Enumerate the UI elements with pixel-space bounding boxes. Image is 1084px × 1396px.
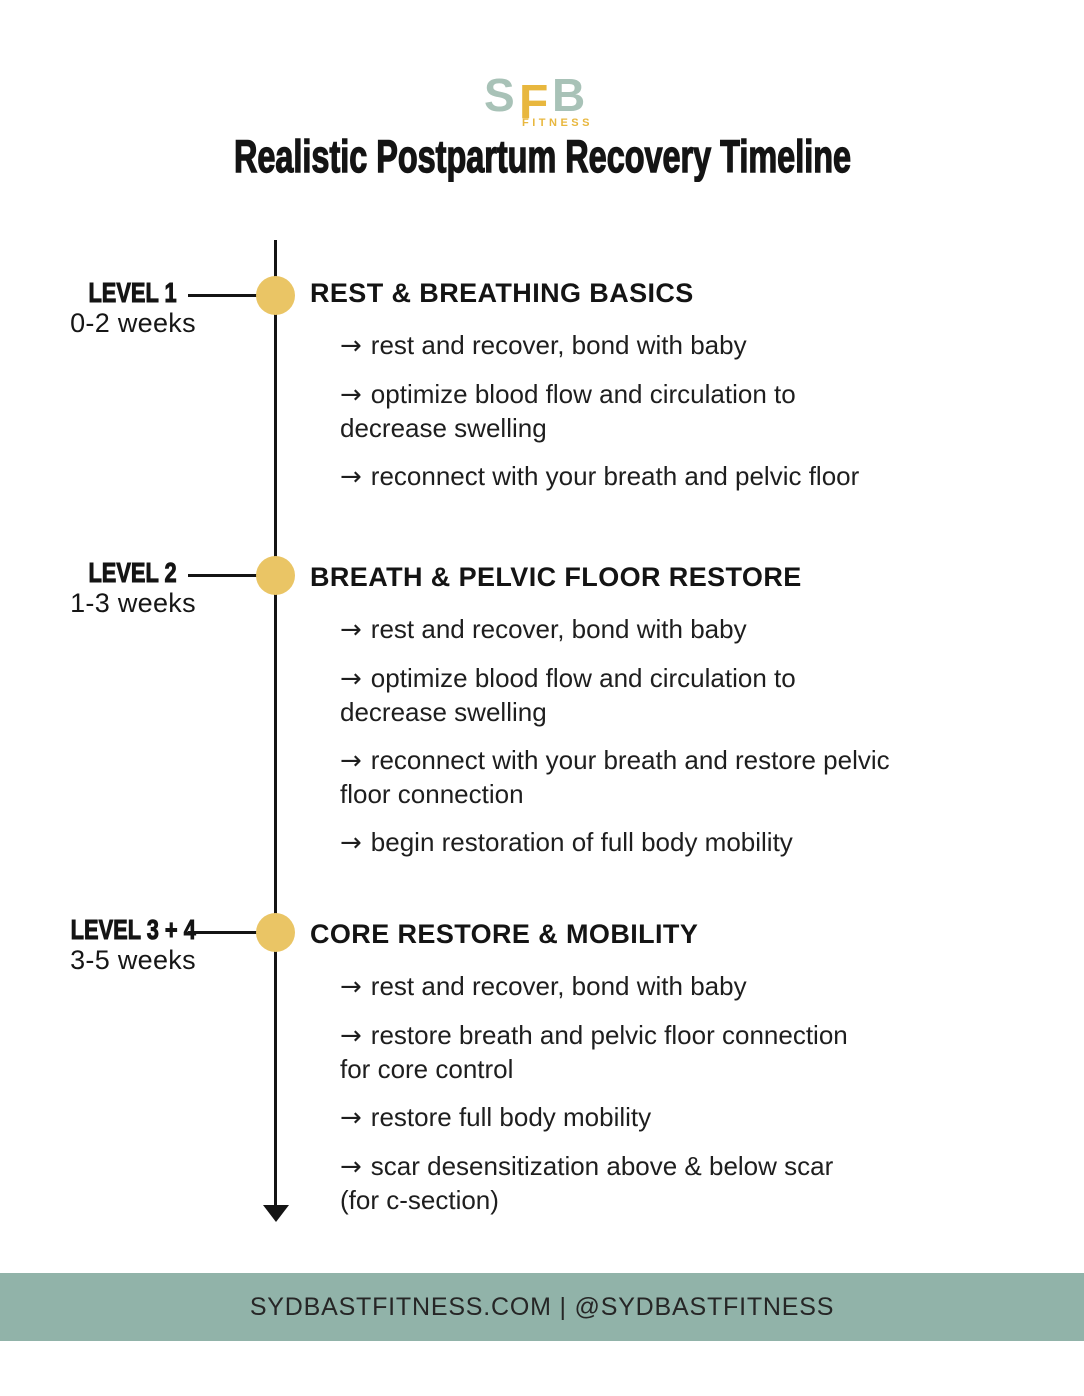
arrow-right-icon: → [340,1103,362,1133]
bullet-item: → rest and recover, bond with baby [310,970,1000,1004]
page-title: Realistic Postpartum Recovery Timeline [233,131,851,182]
bullet-item: →scar desensitization above & below scar… [310,1150,1000,1217]
timeline-connector-level-3-4 [188,931,258,934]
arrow-right-icon: → [340,664,362,694]
level-1-name: LEVEL 1 [88,277,178,309]
arrow-right-icon: → [340,746,362,776]
arrow-right-icon: → [340,615,362,645]
arrow-right-icon: → [340,972,362,1002]
level-3-4-name: LEVEL 3 + 4 [70,914,196,946]
level-2-weeks: 1-3 weeks [70,588,196,618]
bullet-item: →optimize blood flow and circulation to … [310,378,1000,445]
bullet-text: optimize blood flow and circulation to d… [340,663,796,727]
bullet-text: scar desensitization above & below scar … [340,1151,834,1215]
timeline-node-level-1 [256,276,295,315]
timeline-node-level-2 [256,556,295,595]
bullet-text: rest and recover, bond with baby [370,330,747,360]
sb-fitness-logo: S F B FITNESS [484,72,600,130]
arrow-right-icon: → [340,462,362,492]
bullet-item: →restore breath and pelvic floor connect… [310,1019,1000,1086]
bullet-item: →optimize blood flow and circulation to … [310,662,1000,729]
arrow-right-icon: → [340,1021,362,1051]
bullet-text: rest and recover, bond with baby [370,614,747,644]
timeline-connector-level-1 [188,294,258,297]
level-2-name: LEVEL 2 [88,557,178,589]
bullet-item: → restore full body mobility [310,1101,1000,1135]
bullet-text: reconnect with your breath and restore p… [340,745,890,809]
timeline-vertical-line [274,240,277,1206]
logo-letter-s: S [484,69,515,121]
level-1-label-block: LEVEL 1 0-2 weeks [33,277,233,339]
timeline-connector-level-2 [188,574,258,577]
logo-letter-b: B [552,69,586,121]
level-1-weeks: 0-2 weeks [70,308,196,338]
level-1-content: REST & BREATHING BASICS → rest and recove… [310,278,1000,494]
bullet-text: restore full body mobility [370,1102,652,1132]
timeline-arrowhead-icon [263,1205,289,1222]
bullet-item: → rest and recover, bond with baby [310,613,1000,647]
footer-text: SYDBASTFITNESS.COM | @SYDBASTFITNESS [249,1292,835,1321]
level-3-4-label-block: LEVEL 3 + 4 3-5 weeks [33,914,233,976]
bullet-text: restore breath and pelvic floor connecti… [340,1020,848,1084]
level-2-content: BREATH & PELVIC FLOOR RESTORE → rest and … [310,562,1000,860]
bullet-item: → reconnect with your breath and pelvic f… [310,460,1000,494]
level-3-4-heading: CORE RESTORE & MOBILITY [310,919,699,949]
level-3-4-weeks: 3-5 weeks [70,945,196,975]
bullet-item: →reconnect with your breath and restore … [310,744,1000,811]
level-3-4-content: CORE RESTORE & MOBILITY → rest and recove… [310,919,1000,1217]
bullet-item: → rest and recover, bond with baby [310,329,1000,363]
arrow-right-icon: → [340,1152,362,1182]
logo-letter-f: F [519,76,549,129]
level-2-label-block: LEVEL 2 1-3 weeks [33,557,233,619]
bullet-text: optimize blood flow and circulation to d… [340,379,796,443]
bullet-item: → begin restoration of full body mobility [310,826,1000,860]
level-1-heading: REST & BREATHING BASICS [310,278,694,308]
arrow-right-icon: → [340,331,362,361]
logo-fitness-wordmark: FITNESS [522,117,593,129]
arrow-right-icon: → [340,380,362,410]
bullet-text: reconnect with your breath and pelvic fl… [370,461,860,491]
bullet-text: rest and recover, bond with baby [370,971,747,1001]
timeline-node-level-3-4 [256,913,295,952]
bullet-text: begin restoration of full body mobility [370,827,793,857]
arrow-right-icon: → [340,828,362,858]
footer-bar: SYDBASTFITNESS.COM | @SYDBASTFITNESS [0,1273,1084,1341]
level-2-heading: BREATH & PELVIC FLOOR RESTORE [310,562,802,592]
